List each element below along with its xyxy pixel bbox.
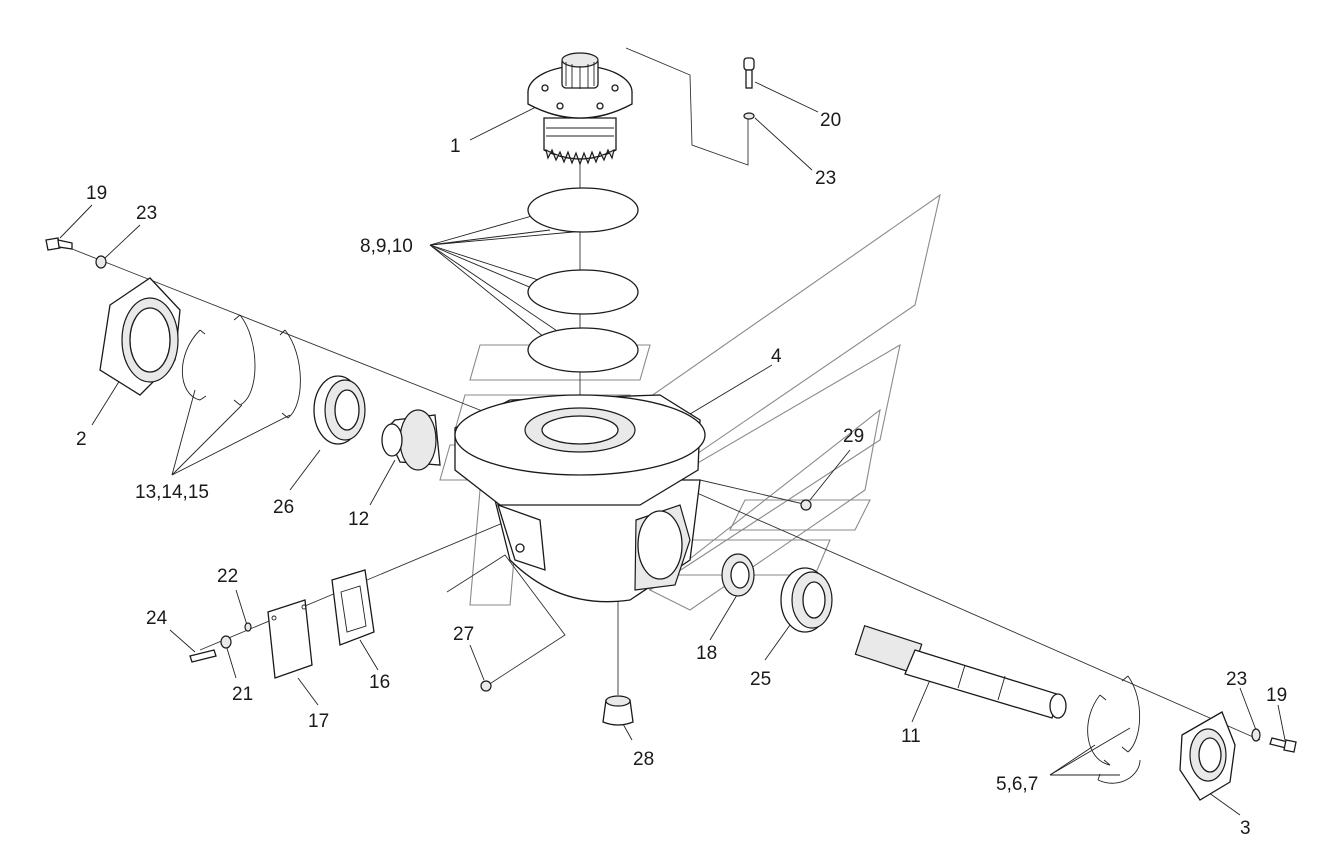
part-8-9-10-shims: [527, 187, 639, 373]
callout-3: 3: [1240, 818, 1251, 839]
callout-12: 12: [348, 509, 369, 530]
part-26-bearing: [313, 375, 366, 445]
callout-labels: 1 20 23 19 23 8,9,10 4 29 2 13,14,15 26 …: [76, 110, 1287, 839]
part-23-washer-left: [95, 255, 107, 269]
part-20-bolt: [743, 57, 755, 89]
callout-21: 21: [232, 684, 253, 705]
callout-22: 22: [217, 566, 238, 587]
part-13-14-15-shims: [181, 314, 301, 419]
callout-29: 29: [843, 426, 864, 447]
part-5-6-7-shims: [1087, 675, 1141, 784]
callout-19-right: 19: [1266, 685, 1287, 706]
callout-11: 11: [901, 726, 921, 747]
callout-13-14-15: 13,14,15: [135, 482, 209, 503]
part-27-plug: [480, 680, 492, 692]
part-23-washer-right: [1251, 728, 1261, 742]
part-29-plug: [800, 499, 812, 511]
callout-25: 25: [750, 669, 771, 690]
part-21-nut: [220, 635, 232, 649]
part-4-housing: [454, 394, 706, 603]
callout-24: 24: [146, 608, 168, 629]
callout-5-6-7: 5,6,7: [996, 774, 1038, 795]
part-2-flange-cover: [99, 277, 181, 396]
part-28-cap: [602, 695, 634, 726]
part-18-ring: [721, 553, 755, 597]
callout-23-top: 23: [815, 168, 836, 189]
callout-26: 26: [273, 497, 294, 518]
part-19-bolt-right: [1269, 737, 1297, 753]
part-17-cover-plate: [267, 599, 313, 679]
part-23-washer-top: [743, 112, 755, 120]
callout-20: 20: [820, 110, 841, 131]
callout-16: 16: [369, 672, 390, 693]
part-19-bolt-left: [45, 237, 73, 251]
callout-27: 27: [453, 624, 474, 645]
callout-18: 18: [696, 643, 717, 664]
part-12-bevel-gear: [381, 409, 441, 471]
part-3-flange: [1179, 711, 1236, 801]
part-1-planetary-hub: [527, 52, 633, 166]
part-16-gasket: [331, 569, 375, 646]
callout-23-left: 23: [136, 203, 157, 224]
part-22-washer: [244, 622, 252, 632]
part-11-shaft: [854, 624, 1067, 719]
callout-23-right: 23: [1226, 669, 1247, 690]
callout-28: 28: [633, 749, 654, 770]
part-25-bearing: [780, 567, 833, 633]
callout-17: 17: [308, 711, 329, 732]
callout-4: 4: [771, 346, 782, 367]
callout-19-left: 19: [86, 183, 107, 204]
callout-1: 1: [450, 136, 461, 157]
assembly-axes: [61, 47, 1261, 741]
callout-2: 2: [76, 429, 87, 450]
callout-8-9-10: 8,9,10: [360, 236, 413, 257]
part-24-stud: [189, 649, 217, 663]
